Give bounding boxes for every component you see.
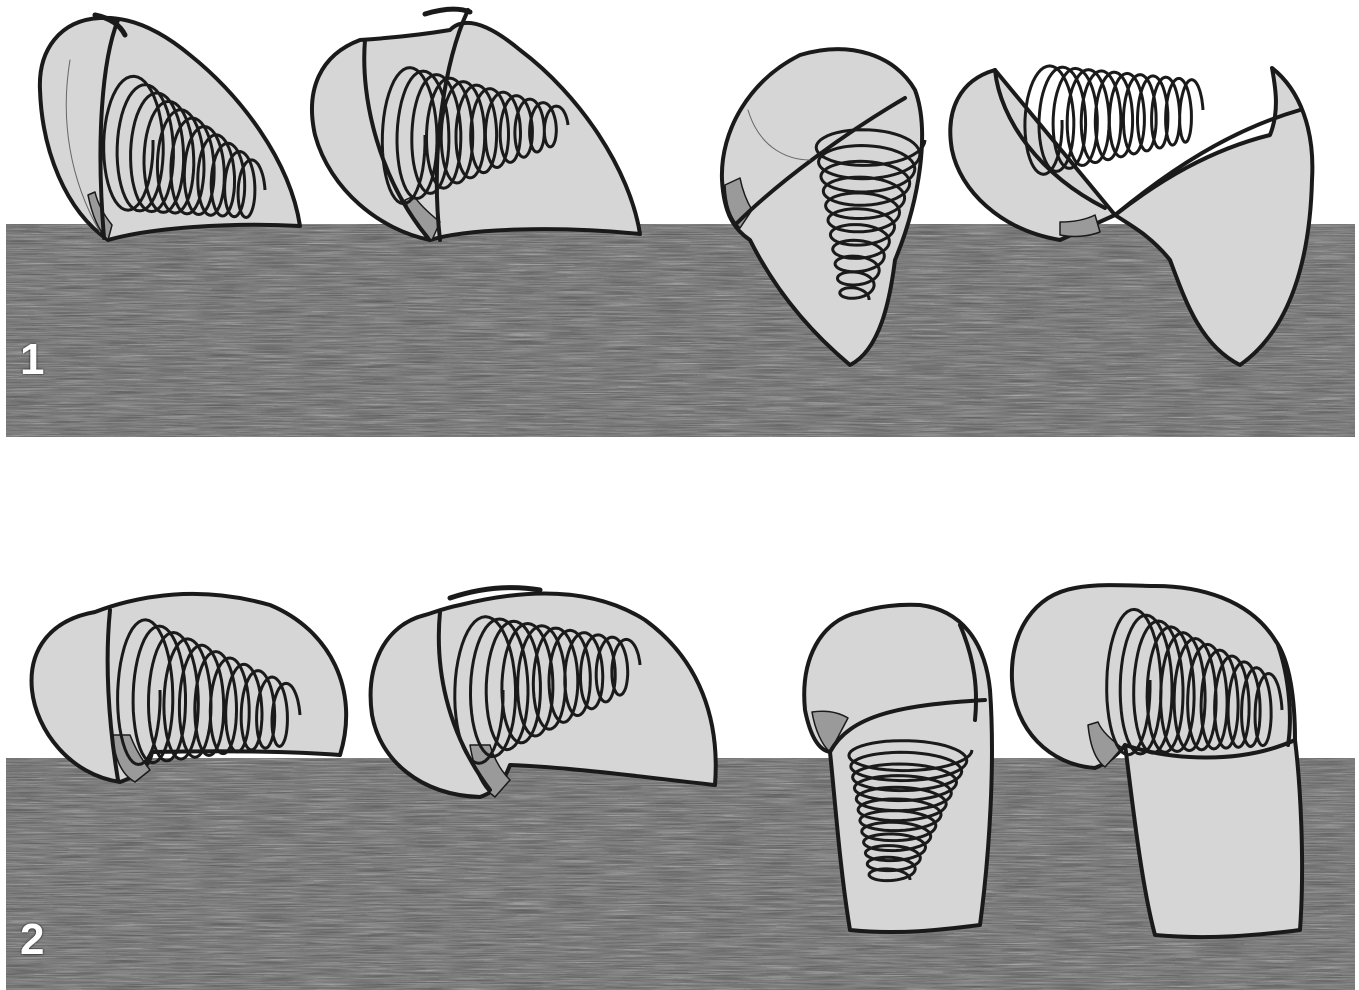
panel-label-1: 1 <box>20 338 44 382</box>
shell-2b <box>371 588 716 797</box>
sediment-top <box>6 224 1355 437</box>
shell-1b <box>312 9 640 240</box>
panel-label-2: 2 <box>20 918 44 962</box>
